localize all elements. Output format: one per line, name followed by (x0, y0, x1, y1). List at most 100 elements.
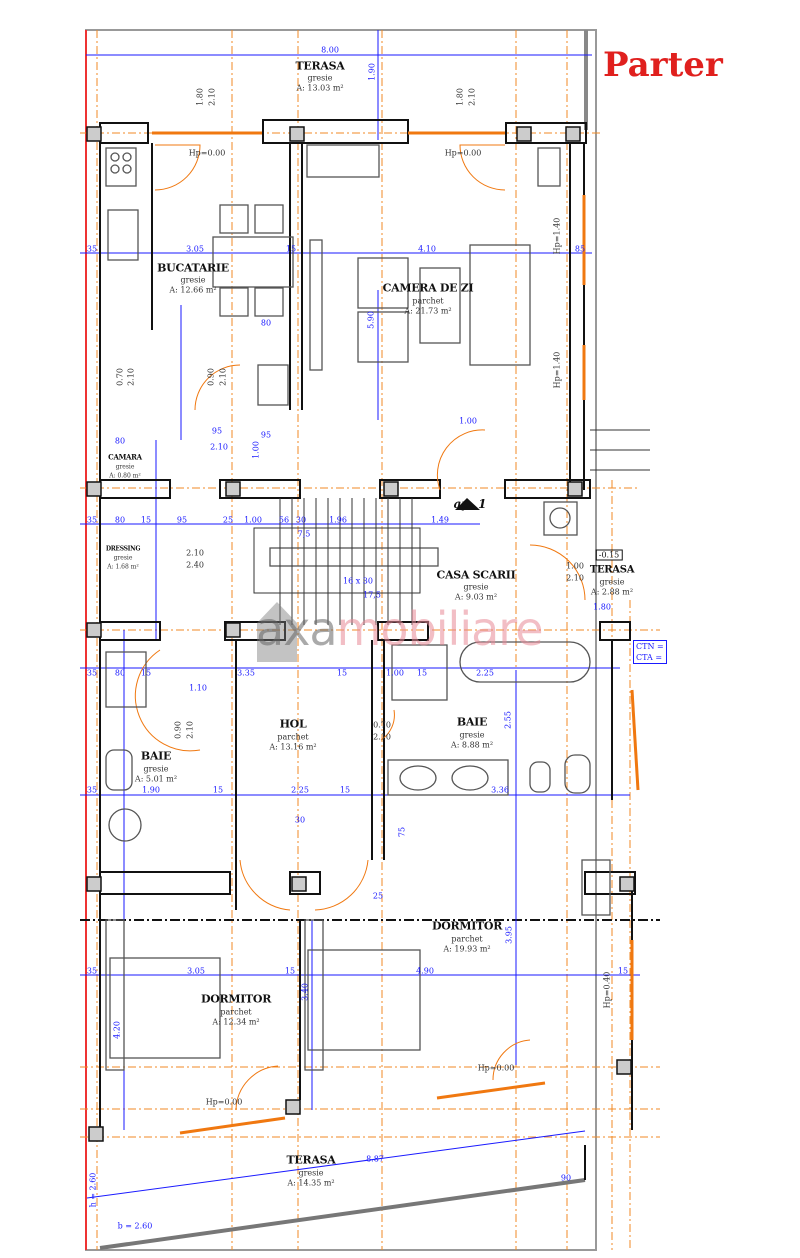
room-area: A: 12.66 m² (169, 285, 217, 295)
stairs (253, 429, 650, 625)
dim-label: 30 (295, 515, 307, 525)
ctn-label: CTN = (636, 642, 664, 651)
dim-label: 25 (222, 515, 234, 525)
room-name: DRESSING (105, 545, 141, 553)
dim-label: 0.70 (115, 368, 125, 386)
room-area: A: 14.35 m² (287, 1178, 335, 1188)
dim-label: 85 (574, 244, 586, 254)
dim-label: 25 (372, 891, 384, 901)
dim-label: 35 (86, 515, 98, 525)
dim-label: 15 (284, 966, 296, 976)
furniture (105, 144, 611, 1071)
dim-label: 2.25 (476, 668, 494, 678)
dim-label: 1.00 (566, 561, 584, 571)
dim-label: 35 (86, 785, 98, 795)
dim-label: Hp=0.00 (477, 1063, 515, 1073)
dim-label: 15 (140, 668, 152, 678)
axis-grid-horizontal (80, 132, 660, 1138)
room-floor: parchet (220, 1007, 252, 1017)
dim-label: 5.90 (366, 311, 376, 329)
dim-label: 3.05 (186, 244, 204, 254)
door-swings (134, 144, 586, 1111)
watermark-logo: axamobiliare (256, 606, 543, 652)
apartment-label: ap. 1 (453, 497, 487, 511)
dim-label: 2.10 (218, 368, 228, 386)
dim-label: Hp=1.40 (552, 217, 562, 255)
dim-label: 7,5 (297, 529, 311, 539)
dim-label: h = 2.60 (88, 1172, 98, 1208)
dim-label: 56 (278, 515, 290, 525)
room-area: A: 21.73 m² (404, 306, 452, 316)
dim-label: 2.25 (291, 785, 309, 795)
dim-label: 80 (114, 436, 126, 446)
room-name: DORMITOR (431, 919, 503, 933)
room-name: CASA SCARII (436, 568, 516, 582)
dim-label: Hp=0.00 (205, 1097, 243, 1107)
room-floor: gresie (298, 1168, 324, 1178)
room-name: BAIE (456, 715, 488, 729)
dim-label: 15 (140, 515, 152, 525)
room-floor: gresie (307, 73, 333, 83)
dim-label: 2.55 (503, 711, 513, 729)
dim-label: Hp=1.40 (552, 351, 562, 389)
room-area: A: 9.03 m² (454, 592, 498, 602)
dim-label: 8.00 (321, 45, 339, 55)
room-floor: gresie (463, 582, 489, 592)
dim-label: 8.87 (366, 1154, 384, 1164)
room-area: A: 2.88 m² (590, 587, 634, 597)
dim-label: 1.00 (459, 416, 477, 426)
windows (152, 131, 640, 1135)
room-floor: gresie (143, 764, 169, 774)
dim-label: 1.49 (431, 515, 449, 525)
room-name: TERASA (295, 59, 345, 73)
room-floor: gresie (115, 463, 135, 471)
dim-label: 2.10 (373, 732, 391, 742)
floor-title: Parter (603, 45, 723, 85)
room-name: BUCATARIE (157, 261, 229, 275)
dim-label: Hp=0.40 (602, 971, 612, 1009)
room-floor: gresie (459, 730, 485, 740)
room-name: TERASA (589, 564, 635, 576)
dim-label: 2.10 (566, 573, 584, 583)
level-marker: -0.15 (595, 549, 623, 561)
dim-label: 3.95 (504, 926, 514, 944)
dim-label: 1.10 (189, 683, 207, 693)
room-area: A: 19.93 m² (443, 944, 491, 954)
watermark-part1: axa (256, 602, 338, 656)
dim-label: 80 (114, 668, 126, 678)
room-name: CAMARA (108, 452, 142, 462)
room-floor: parchet (451, 934, 483, 944)
room-floor: parchet (412, 296, 444, 306)
dim-label: 15 (416, 668, 428, 678)
dim-label: 80 (260, 318, 272, 328)
dim-label: 4.90 (416, 966, 434, 976)
dim-label: 3.36 (491, 785, 509, 795)
dim-label: 90 (560, 1173, 572, 1183)
dim-label: 3.35 (237, 668, 255, 678)
dim-label: 2.10 (126, 368, 136, 386)
dim-label: b = 2.60 (117, 1221, 153, 1231)
dim-label: 35 (86, 668, 98, 678)
dim-label: Hp=0.00 (444, 148, 482, 158)
room-area: A: 13.16 m² (269, 742, 317, 752)
dim-label: 30 (294, 815, 306, 825)
dim-label: 15 (339, 785, 351, 795)
dim-label: 1.00 (386, 668, 404, 678)
dim-label: 15 (212, 785, 224, 795)
dim-label: 2.10 (186, 548, 204, 558)
dim-label: 16 x 30 (343, 576, 373, 586)
dim-label: 15 (617, 966, 629, 976)
room-area: A: 13.03 m² (296, 83, 344, 93)
dim-label: 0.90 (173, 721, 183, 739)
room-area: A: 12.34 m² (212, 1017, 260, 1027)
dim-label: 1.80 (455, 88, 465, 106)
dim-label: 95 (176, 515, 188, 525)
room-name: CAMERA DE ZI (382, 281, 474, 295)
room-floor: gresie (180, 275, 206, 285)
dim-label: 4.20 (112, 1021, 122, 1039)
dim-label: 1.80 (593, 602, 611, 612)
dim-label: 35 (86, 966, 98, 976)
dim-label: 1.80 (195, 88, 205, 106)
dim-label: 3.05 (187, 966, 205, 976)
